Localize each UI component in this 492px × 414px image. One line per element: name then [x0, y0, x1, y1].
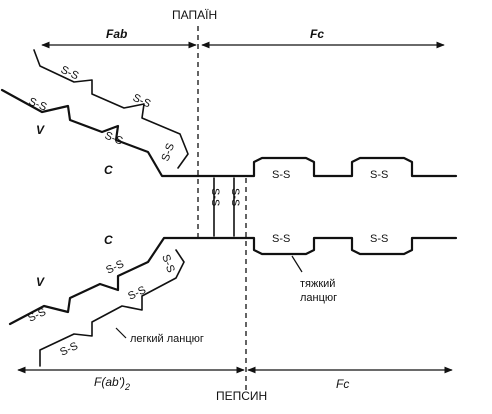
fab-label: Fab — [106, 27, 127, 41]
heavy-chain-top — [0, 88, 458, 178]
fab2-label: F(ab')2 — [94, 375, 130, 392]
ss-top-light-1: S-S — [59, 64, 81, 83]
ss-bottom-heavy-1: S-S — [26, 306, 48, 325]
ss-top-light-interchain: S-S — [160, 142, 178, 163]
light-chain-label: легкий ланцюг — [130, 333, 204, 345]
c-label-top: C — [104, 163, 113, 177]
fc-bottom-label: Fc — [336, 377, 349, 391]
heavy-chain-pointer — [291, 255, 303, 273]
fab2-subscript: 2 — [124, 382, 130, 392]
hinge-disulfide-bonds: S-S S-S — [209, 177, 241, 237]
hinge-ss-1: S-S — [209, 188, 221, 206]
ss-bottom-light-2: S-S — [126, 284, 148, 303]
ss-fc-top-1: S-S — [272, 169, 290, 181]
v-label-top: V — [36, 123, 45, 137]
pepsin-label: ПЕПСИН — [216, 389, 267, 403]
v-label-bottom: V — [36, 275, 45, 289]
ss-bottom-light-interchain: S-S — [159, 253, 177, 274]
hinge-ss-2: S-S — [229, 188, 241, 206]
light-chain-bottom — [39, 249, 185, 367]
heavy-chain-bottom — [8, 236, 458, 326]
light-chain-pointer — [115, 327, 127, 339]
ss-bottom-light-1: S-S — [58, 340, 80, 359]
fc-top-label: Fc — [310, 27, 324, 41]
ss-fc-bottom-1: S-S — [272, 233, 290, 245]
ss-top-heavy-2: S-S — [103, 130, 125, 148]
light-chain-top — [33, 49, 189, 169]
ss-top-light-2: S-S — [131, 92, 153, 111]
c-label-bottom: C — [104, 233, 113, 247]
papain-label: ПАПАЇН — [172, 8, 217, 22]
ss-fc-top-2: S-S — [370, 169, 388, 181]
ss-fc-bottom-2: S-S — [370, 233, 388, 245]
